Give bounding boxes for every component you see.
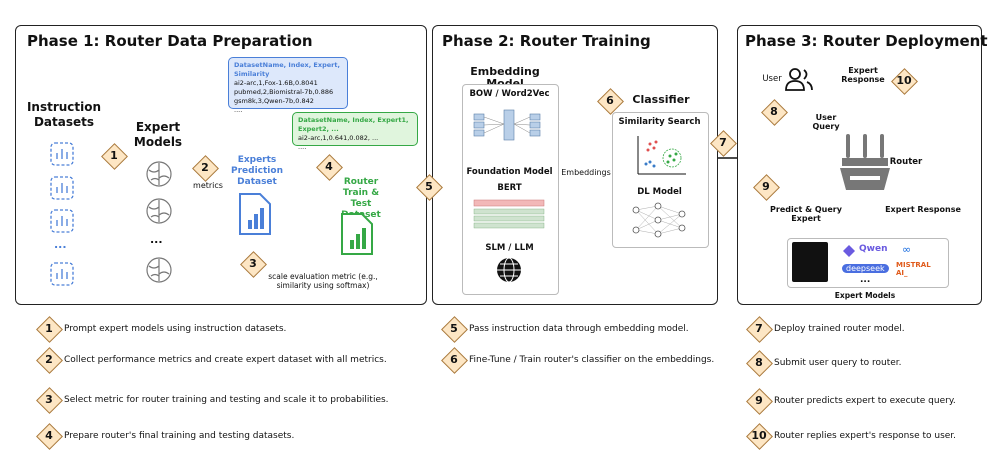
expert-models-label: Expert Models [133, 120, 183, 149]
phase2-title: Phase 2: Router Training [442, 32, 651, 50]
expert-models-list [140, 158, 180, 292]
router-label: Router [889, 157, 923, 167]
neural-net-diagram [632, 202, 686, 238]
legend-step-5: Pass instruction data through embedding … [469, 324, 689, 334]
bert-diagram [473, 199, 545, 229]
legend-number: 3 [45, 393, 53, 406]
prediction-card-row: pubmed,2,Biomistral-7b,0.886 [234, 88, 334, 96]
predict-label: Predict & Query Expert [770, 205, 842, 223]
step-number: 9 [762, 180, 770, 193]
deepseek-logo-text: deepseek [842, 264, 889, 273]
legend-step-3: Select metric for router training and te… [64, 395, 389, 405]
step-number: 5 [425, 180, 433, 193]
scale-note: scale evaluation metric (e.g., similarit… [268, 272, 378, 290]
router-card-row: .... [298, 143, 307, 151]
prediction-card: DatasetName, Index, Expert, Similarity a… [228, 57, 348, 114]
router-card-row: ai2-arc,1,0.641,0.082, ... [298, 134, 379, 142]
fox-logo [792, 242, 828, 282]
legend-step-8: Submit user query to router. [774, 358, 902, 368]
legend-step-4: Prepare router's final training and test… [64, 431, 295, 441]
prediction-card-row: ai2-arc,1,Fox-1.6B,0.8041 [234, 79, 318, 87]
green-doc-icon [341, 213, 373, 255]
dl-model-label: DL Model [637, 187, 682, 197]
router-card-header: DatasetName, Index, Expert1, Expert2, ..… [298, 116, 409, 133]
meta-logo-icon: ∞ [902, 243, 912, 256]
slm-label: SLM / LLM [485, 243, 534, 253]
step-number: 7 [719, 136, 727, 149]
legend-number: 4 [45, 429, 53, 442]
legend-number: 8 [755, 356, 763, 369]
prediction-card-header: DatasetName, Index, Expert, Similarity [234, 61, 340, 78]
legend-number: 6 [450, 353, 458, 366]
logo-dots: ... [860, 275, 871, 285]
legend-number: 2 [45, 353, 53, 366]
word2vec-diagram [473, 109, 541, 141]
phase3-title: Phase 3: Router Deployment [745, 32, 988, 50]
dataset-dots: ... [54, 238, 67, 251]
chart-icon [50, 142, 74, 286]
step-number: 6 [606, 94, 614, 107]
qwen-logo-icon [843, 245, 855, 257]
dataset-list [48, 140, 78, 294]
expert-dots: ... [150, 233, 163, 246]
embeddings-label: Embeddings [561, 168, 611, 177]
legend-number: 7 [755, 322, 763, 335]
metrics-label: metrics [193, 181, 223, 190]
step-number: 8 [770, 105, 778, 118]
bert-label: BERT [497, 183, 522, 193]
mistral-logo-text: MISTRAL AI_ [896, 261, 931, 277]
step-number: 2 [201, 161, 209, 174]
legend-number: 10 [751, 429, 767, 442]
legend-step-10: Router replies expert's response to user… [774, 431, 957, 441]
expert-response-top-label: Expert Response [841, 66, 885, 84]
legend-step-2: Collect performance metrics and create e… [64, 355, 387, 365]
legend-step-6: Fine-Tune / Train router's classifier on… [469, 355, 715, 365]
router-card: DatasetName, Index, Expert1, Expert2, ..… [292, 112, 418, 151]
user-query-label: User Query [812, 113, 840, 131]
instruction-datasets-label: Instruction Datasets [26, 100, 102, 129]
phase1-title: Phase 1: Router Data Preparation [27, 32, 313, 50]
blue-doc-icon [239, 193, 271, 235]
legend-number: 9 [755, 394, 763, 407]
similarity-plot [637, 136, 686, 175]
qwen-logo-text: Qwen [859, 244, 888, 254]
phase1-panel [15, 25, 427, 305]
user-label: User [762, 74, 782, 84]
classifier-box [612, 112, 709, 248]
legend-step-1: Prompt expert models using instruction d… [64, 324, 287, 334]
legend-number: 5 [450, 322, 458, 335]
expert-response-label: Expert Response [885, 205, 961, 214]
legend-step-9: Router predicts expert to execute query. [774, 396, 956, 406]
classifier-label: Classifier [632, 93, 690, 106]
router-icon[interactable] [838, 132, 892, 194]
foundation-label: Foundation Model [466, 167, 553, 177]
globe-icon [497, 257, 521, 283]
step-number: 4 [325, 160, 333, 173]
legend-step-7: Deploy trained router model. [774, 324, 905, 334]
experts-prediction-dataset-label: Experts Prediction Dataset [231, 155, 283, 187]
bow-label: BOW / Word2Vec [469, 89, 550, 99]
similarity-label: Similarity Search [618, 117, 701, 127]
brain-icon [146, 161, 172, 283]
user-icon[interactable] [784, 66, 814, 92]
step-number: 10 [896, 74, 912, 87]
prediction-card-row: .... [234, 106, 243, 114]
expert-models-label-p3: Expert Models [834, 291, 896, 300]
step-number: 3 [249, 257, 257, 270]
step-number: 1 [110, 149, 118, 162]
legend-number: 1 [45, 322, 53, 335]
prediction-card-row: gsm8k,3,Qwen-7b,0.842 [234, 97, 314, 105]
